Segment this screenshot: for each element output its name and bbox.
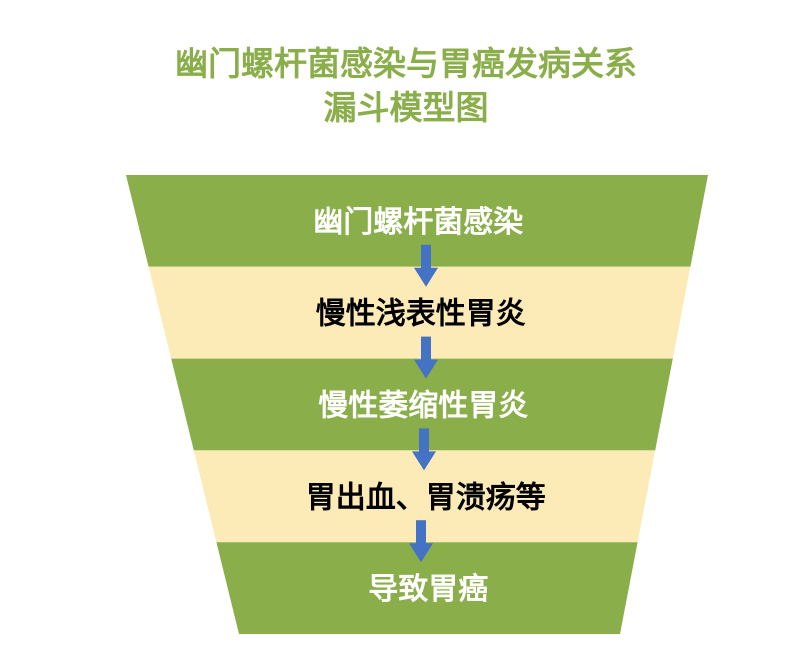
flow-arrow-4 <box>409 520 433 563</box>
stage-label-1: 幽门螺杆菌感染 <box>313 205 523 240</box>
funnel-band-1 <box>126 175 708 267</box>
funnel-band-5 <box>216 542 638 634</box>
stage-label-2: 慢性浅表性胃炎 <box>316 297 526 332</box>
stage-label-3: 慢性萎缩性胃炎 <box>318 389 528 424</box>
funnel-bands <box>126 175 708 634</box>
funnel-band-3 <box>171 358 673 451</box>
funnel-band-2 <box>148 266 691 359</box>
flow-arrow-3 <box>412 428 436 471</box>
flow-arrows <box>409 244 438 563</box>
stage-label-5: 导致胃癌 <box>368 572 488 607</box>
diagram-title-line-1: 幽门螺杆菌感染与胃癌发病关系 <box>175 44 637 83</box>
diagram-title-line-2: 漏斗模型图 <box>323 88 489 127</box>
stage-label-4: 胃出血、胃溃疡等 <box>306 480 546 515</box>
flow-arrow-2 <box>414 336 438 379</box>
funnel-band-4 <box>193 450 656 543</box>
flow-arrow-1 <box>414 244 438 287</box>
